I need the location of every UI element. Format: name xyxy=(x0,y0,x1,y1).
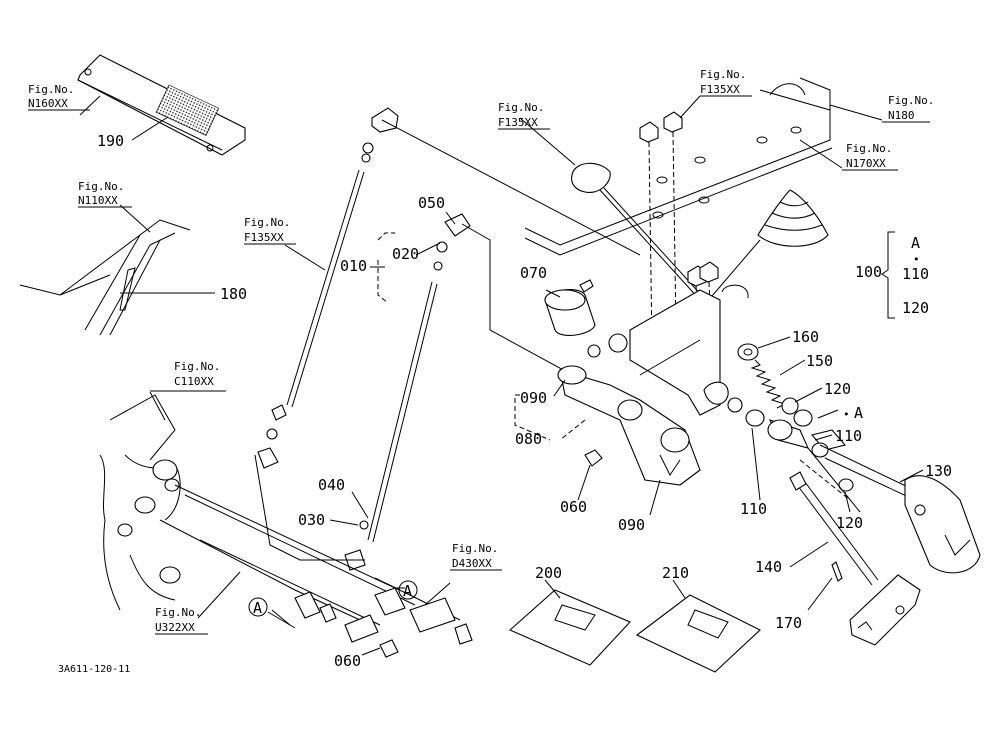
part-070-label: 070 xyxy=(520,264,547,282)
part-170-label: 170 xyxy=(775,614,802,632)
lever-shaft-drawing xyxy=(745,409,981,574)
part-190-label: 190 xyxy=(97,132,124,150)
fig-ref-f135-top-code: F135XX xyxy=(700,83,740,96)
boot-drawing xyxy=(699,189,829,311)
fig-ref-c110-caption: Fig.No. xyxy=(174,360,220,373)
fig-ref-n180-caption: Fig.No. xyxy=(888,94,934,107)
fig-ref-f135-left-code: F135XX xyxy=(244,231,284,244)
fig-ref-f135-left-caption: Fig.No. xyxy=(244,216,290,229)
part-200-label: 200 xyxy=(535,564,562,582)
part-120b-label: 120 xyxy=(836,514,863,532)
group-brackets xyxy=(514,231,895,441)
ref-mark-a-2: A xyxy=(253,599,262,617)
part-130-label: 130 xyxy=(925,462,952,480)
top-bolts-drawing xyxy=(639,111,719,356)
pedal-lever-drawing xyxy=(789,459,921,646)
group-100-item1: 110 xyxy=(902,265,929,283)
fig-ref-n170-caption: Fig.No. xyxy=(846,142,892,155)
part-050-label: 050 xyxy=(418,194,445,212)
spring-drawing xyxy=(737,343,799,415)
part-100-label: 100 xyxy=(855,263,882,281)
fig-ref-n180-code: N180 xyxy=(888,109,915,122)
fig-ref-c110-code: C110XX xyxy=(174,375,214,388)
fig-ref-u322-code: U322XX xyxy=(155,621,195,634)
fig-ref-n110-code: N110XX xyxy=(78,194,118,207)
fig-ref-f135-mid-code: F135XX xyxy=(498,116,538,129)
part-090b-label: 090 xyxy=(618,516,645,534)
ref-circle-a-2 xyxy=(248,597,268,617)
part-090a-label: 090 xyxy=(520,389,547,407)
part-030-label: 030 xyxy=(298,511,325,529)
part-160-label: 160 xyxy=(792,328,819,346)
fig-ref-d430-caption: Fig.No. xyxy=(452,542,498,555)
part-010-label: 010 xyxy=(340,257,367,275)
part-120a-label: 120 xyxy=(824,380,851,398)
fig-ref-f135-mid-caption: Fig.No. xyxy=(498,101,544,114)
part-080-label: 080 xyxy=(515,430,542,448)
group-100-ref: A xyxy=(911,234,920,252)
group-100-item2: 120 xyxy=(902,299,929,317)
part-150-label: 150 xyxy=(806,352,833,370)
panel-180-drawing xyxy=(19,219,191,336)
knob-drawing xyxy=(571,162,705,301)
part-140-label: 140 xyxy=(755,558,782,576)
part-060b-label: 060 xyxy=(334,652,361,670)
fig-ref-u322-caption: Fig.No. xyxy=(155,606,201,619)
part-210-label: 210 xyxy=(662,564,689,582)
ref-mark-a-1: A xyxy=(403,582,412,600)
ref-bullet: • xyxy=(843,408,850,421)
ref-circle-a-1 xyxy=(398,580,418,600)
part-020-label: 020 xyxy=(392,245,419,263)
fig-ref-d430-code: D430XX xyxy=(452,557,492,570)
leader-lines xyxy=(79,95,924,656)
frame-plate-drawing xyxy=(524,77,833,256)
part-110a-label: 110 xyxy=(740,500,767,518)
fig-ref-f135-top-caption: Fig.No. xyxy=(700,68,746,81)
left-rod-drawing xyxy=(257,107,641,469)
part-110b-label: 110 xyxy=(835,427,862,445)
housing-drawing xyxy=(99,394,473,658)
drawing-code: 3A611-120-11 xyxy=(58,664,130,675)
part-040-label: 040 xyxy=(318,476,345,494)
part-060a-label: 060 xyxy=(560,498,587,516)
decal-190-drawing xyxy=(77,54,246,156)
bracket-assembly-drawing xyxy=(544,279,743,486)
group-100-dot: • xyxy=(913,253,920,266)
ref-mark-a-3: A xyxy=(854,404,863,422)
fig-ref-n160-caption: Fig.No. xyxy=(28,83,74,96)
fig-ref-n170-code: N170XX xyxy=(846,157,886,170)
fig-ref-n160-code: N160XX xyxy=(28,97,68,110)
manuals-drawing xyxy=(508,589,761,673)
fig-ref-n110-caption: Fig.No. xyxy=(78,180,124,193)
part-180-label: 180 xyxy=(220,285,247,303)
